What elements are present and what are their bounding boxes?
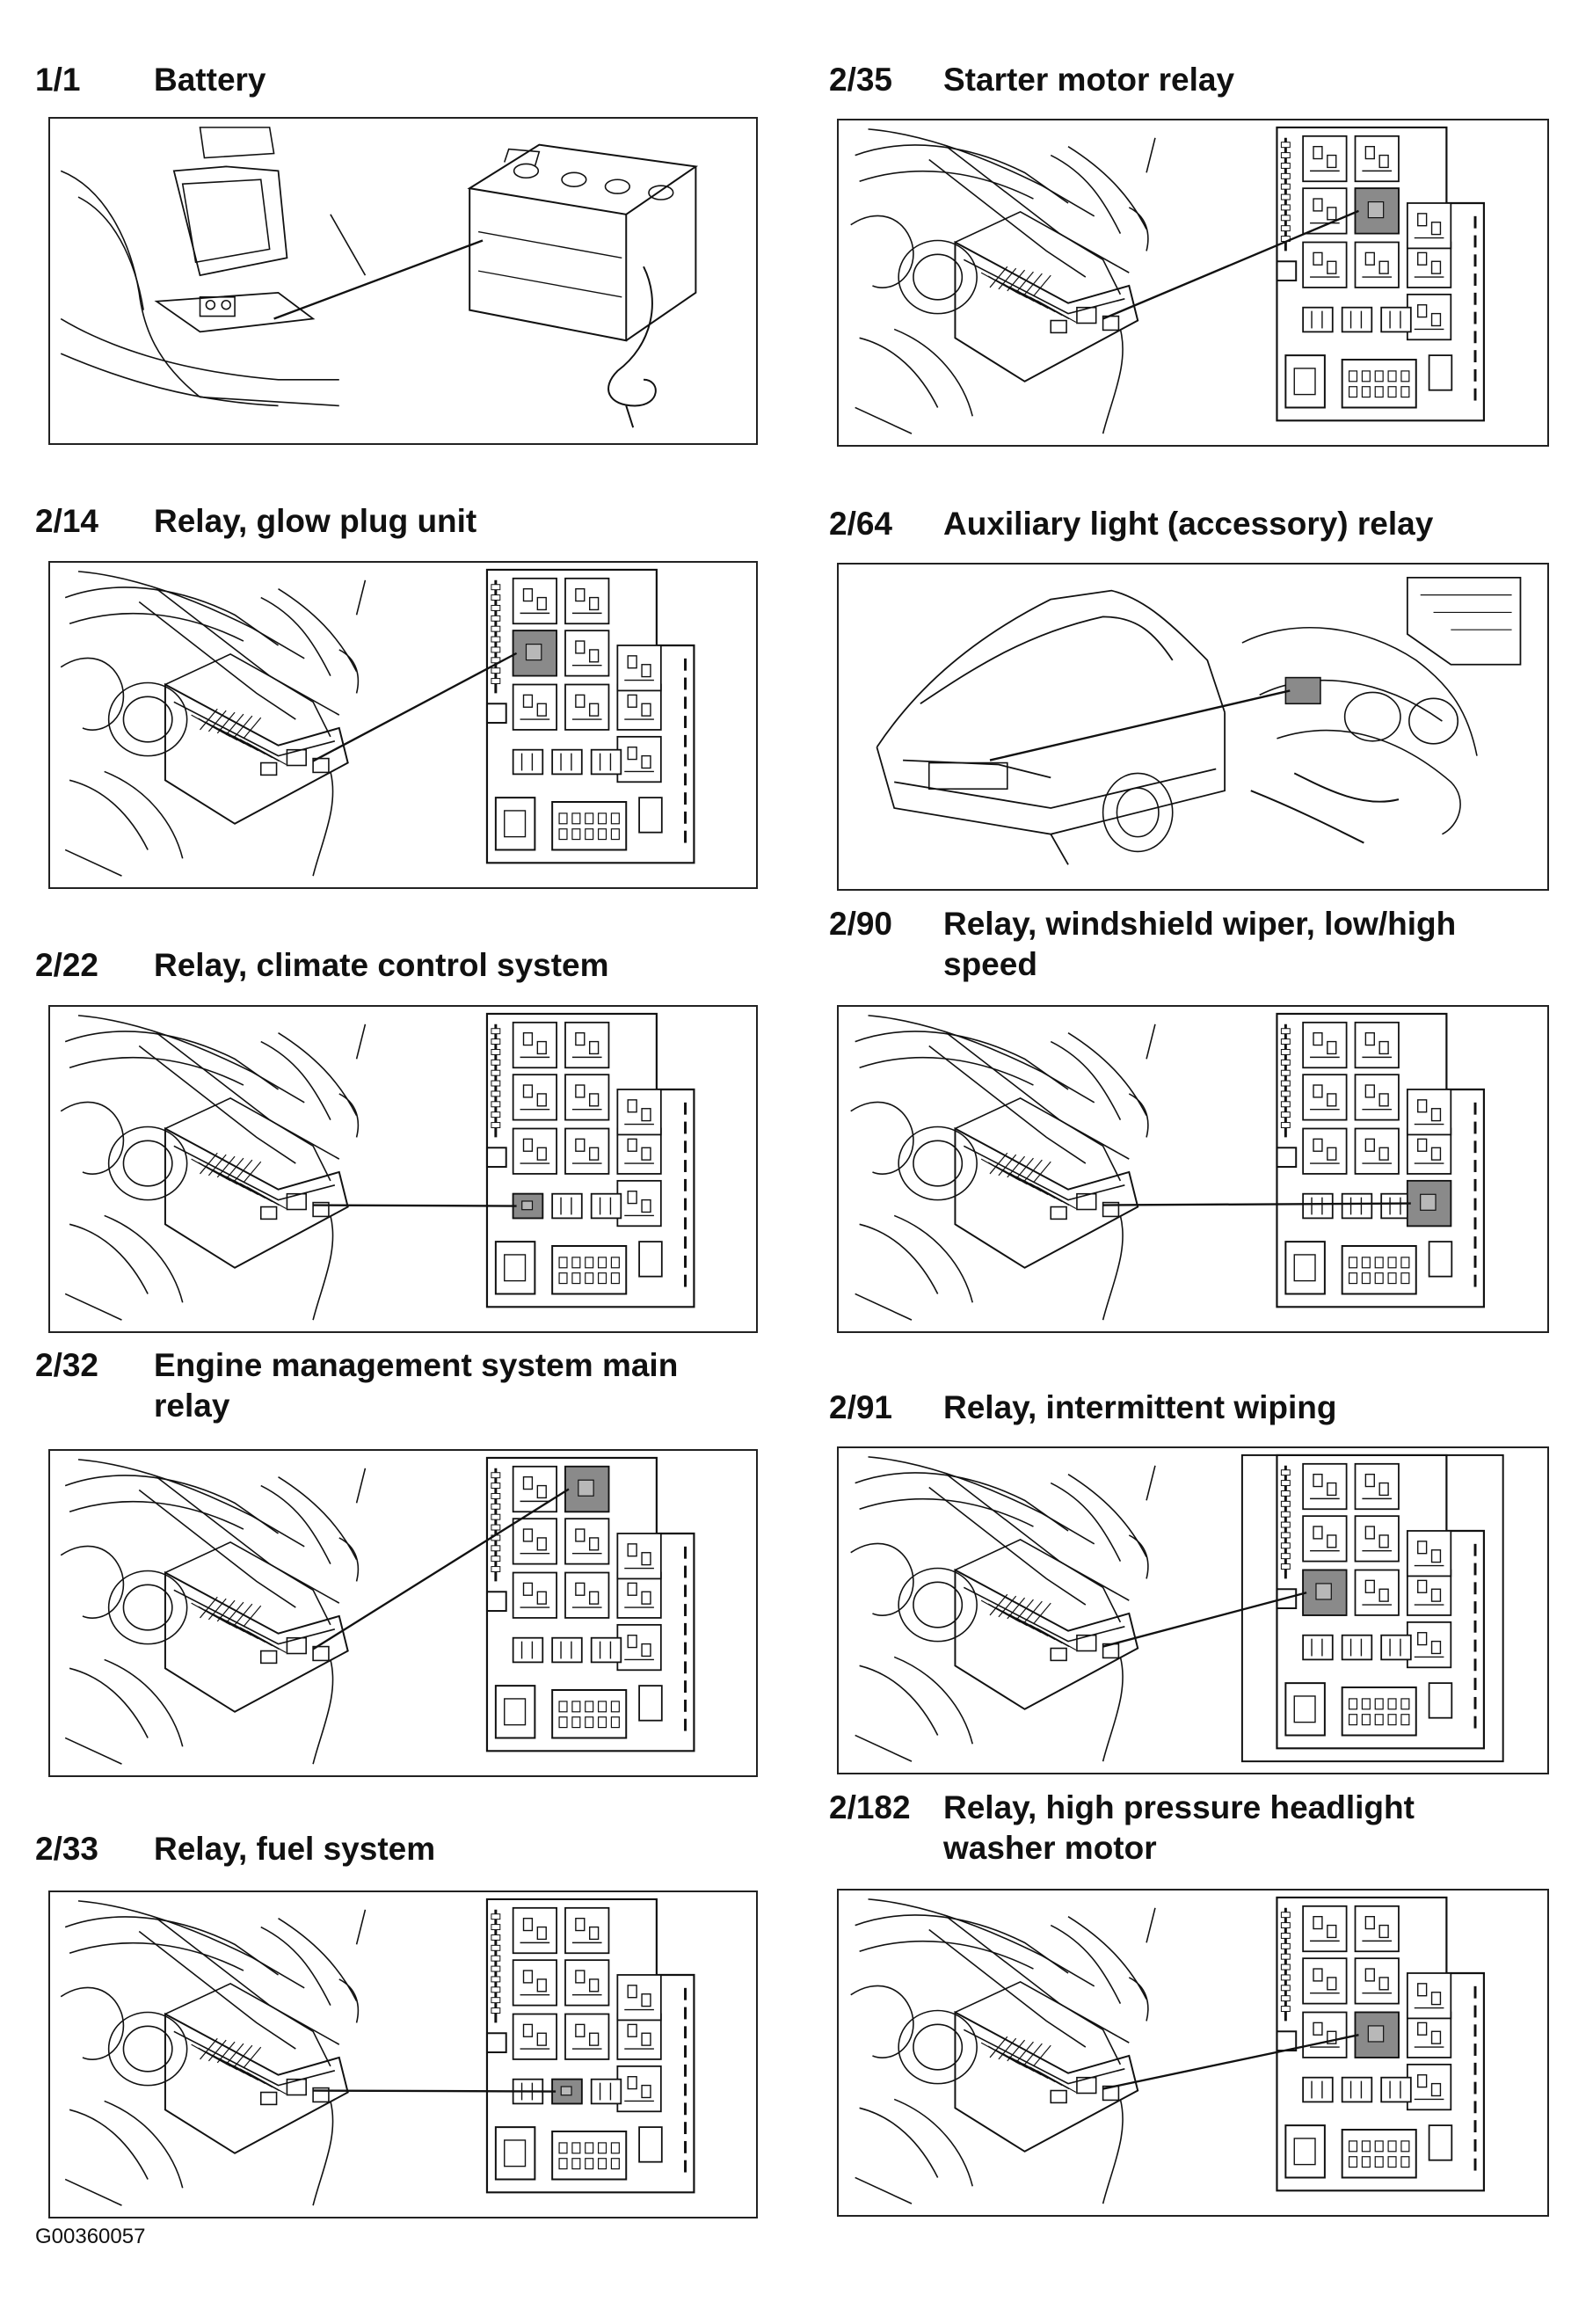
engine-bay-drawing [850,128,1156,434]
relay-location-diagram [60,568,695,877]
fuse-relay-box-diagram [485,1012,695,1308]
item-title: Battery [154,62,266,98]
leader-line [1102,1202,1411,1206]
panel-fuel-relay [48,1891,758,2218]
fuse-relay-box-diagram [1276,1896,1486,2192]
engine-bay-drawing [60,1015,367,1321]
header-2-33: 2/33 Relay, fuel system [35,1829,756,1873]
relay-location-diagram [850,1012,1486,1321]
engine-bay-drawing [60,1900,367,2206]
relay-location-diagram [850,126,1486,434]
relay-location-diagram [850,1896,1486,2204]
header-2-90: 2/90 Relay, windshield wiper, low/high s… [829,904,1568,985]
item-title: Auxiliary light (accessory) relay [943,506,1434,542]
fuse-relay-box-diagram [1276,1012,1486,1308]
car-front-drawing [876,589,1226,865]
item-code: 2/33 [35,1831,99,1867]
car-engine-bay-illustration [876,576,1522,865]
item-code: 1/1 [35,62,81,98]
header-2-91: 2/91 Relay, intermittent wiping [829,1388,1568,1432]
item-title-line2: washer motor [943,1830,1157,1866]
item-title: Relay, climate control system [154,947,609,983]
fuse-relay-box-diagram [1240,1453,1504,1763]
panel-engine-mgmt-relay [48,1449,758,1777]
item-code: 2/90 [829,906,893,942]
header-2-182: 2/182 Relay, high pressure headlight was… [829,1788,1568,1869]
panel-starter-relay [837,119,1549,447]
leader-line [312,1488,570,1650]
engine-bay-drawing [60,1459,367,1765]
highlighted-relay [1284,676,1321,705]
engine-bay-drawing [850,1456,1156,1762]
item-code: 2/32 [35,1347,99,1383]
battery-illustration [60,127,699,428]
panel-glow-plug-relay [48,561,758,889]
header-1-1: 1/1 Battery [35,60,756,104]
item-code: 2/22 [35,947,99,983]
item-title: Starter motor relay [943,62,1235,98]
header-2-14: 2/14 Relay, glow plug unit [35,501,756,545]
engine-bay-drawing [60,571,367,877]
relay-location-diagram [60,1456,695,1765]
item-title: Relay, glow plug unit [154,503,477,539]
engine-detail-drawing [1241,576,1522,844]
item-code: 2/182 [829,1789,911,1825]
engine-bay-drawing [850,1015,1156,1321]
battery-drawing [467,143,699,428]
header-2-32: 2/32 Engine management system main relay [35,1345,756,1426]
car-rear-drawing [60,127,367,407]
leader-line [1102,1592,1307,1648]
item-code: 2/91 [829,1389,893,1425]
relay-location-diagram [60,1012,695,1321]
panel-intermittent-wiper-relay [837,1446,1549,1774]
item-title: Engine management system main [154,1347,679,1383]
panel-aux-light-relay [837,563,1549,891]
panel-climate-relay [48,1005,758,1333]
figure-id: G00360057 [35,2225,146,2248]
panel-headlight-washer-relay [837,1889,1549,2217]
item-title: Relay, fuel system [154,1831,436,1867]
header-2-64: 2/64 Auxiliary light (accessory) relay [829,504,1568,548]
fuse-relay-box-diagram [1276,126,1486,422]
relay-location-diagram [850,1453,1504,1763]
header-2-35: 2/35 Starter motor relay [829,60,1568,104]
item-code: 2/35 [829,62,893,98]
fuse-relay-box-diagram [485,1456,695,1752]
item-title: Relay, intermittent wiping [943,1389,1337,1425]
item-title: Relay, high pressure headlight [943,1789,1415,1825]
leader-line [1102,209,1359,320]
item-title-line2: relay [154,1388,230,1424]
item-code: 2/14 [35,503,99,539]
panel-battery [48,117,758,445]
leader-line [313,2089,556,2093]
engine-bay-drawing [850,1898,1156,2204]
item-title: Relay, windshield wiper, low/high [943,906,1457,942]
item-code: 2/64 [829,506,893,542]
leader-line [312,652,518,762]
relay-location-diagram [60,1898,695,2206]
fuse-relay-box-diagram [485,568,695,864]
leader-line [1102,2034,1359,2090]
leader-line [273,239,484,320]
item-title-line2: speed [943,946,1037,982]
fuse-relay-box-diagram [485,1898,695,2194]
panel-wiper-speed-relay [837,1005,1549,1333]
leader-line [989,689,1291,761]
header-2-22: 2/22 Relay, climate control system [35,945,756,989]
